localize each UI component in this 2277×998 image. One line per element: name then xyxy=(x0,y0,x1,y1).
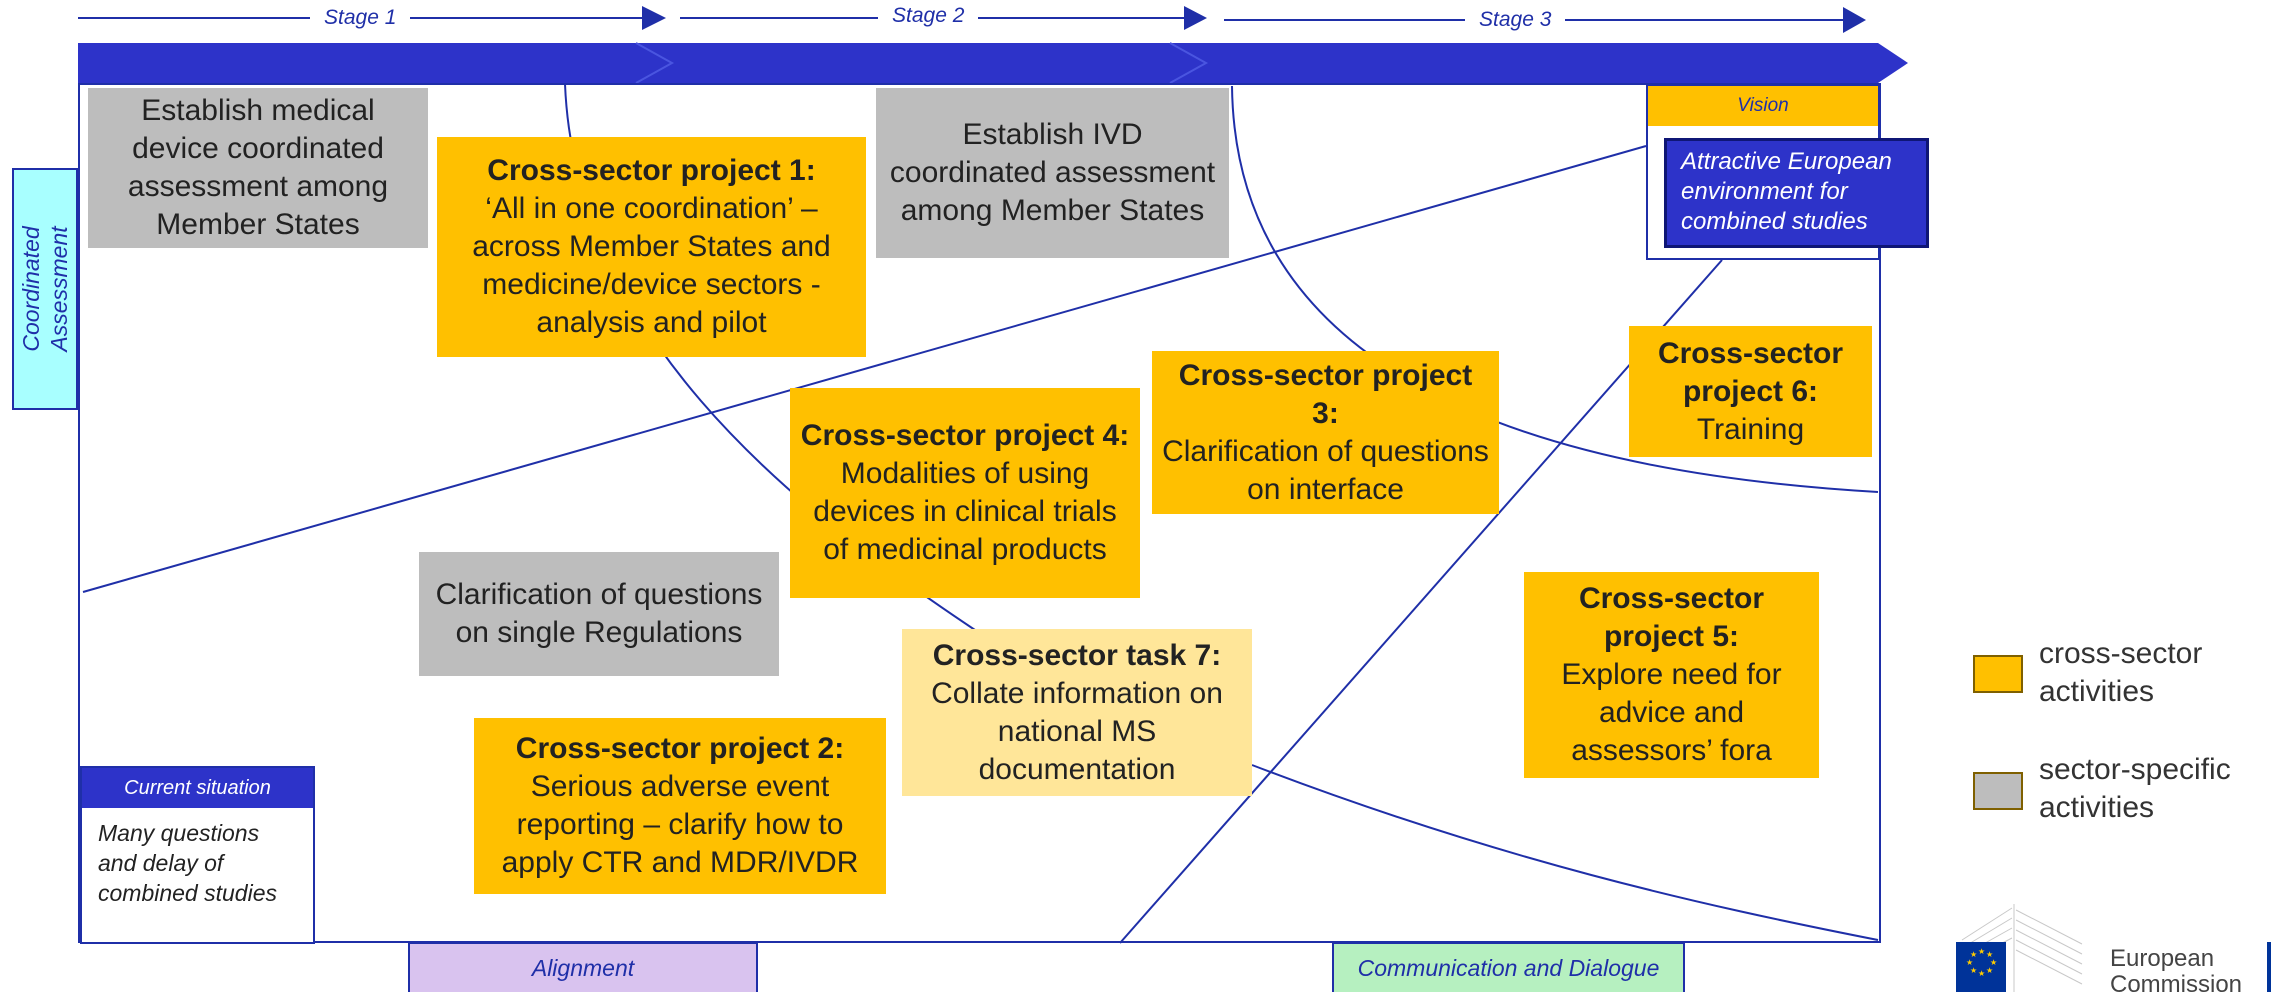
project-1-text: ‘All in one coordination’ – across Membe… xyxy=(472,192,831,339)
svg-text:★: ★ xyxy=(1978,969,1985,978)
european-commission-logo: ★★★ ★★★ ★★ European Commission xyxy=(1952,900,2277,998)
svg-text:★: ★ xyxy=(1970,966,1977,975)
coordinated-assessment-label: Coordinated Assessment xyxy=(18,226,72,352)
md-coordinated-assessment-text: Establish medical device coordinated ass… xyxy=(127,94,389,241)
project-3-title: Cross-sector project 3: xyxy=(1178,358,1473,430)
project-1-box: Cross-sector project 1: ‘All in one coord… xyxy=(437,137,866,357)
svg-text:★: ★ xyxy=(1978,947,1985,956)
coordinated-assessment-tab: Coordinated Assessment xyxy=(12,168,78,410)
project-4-title: Cross-sector project 4: xyxy=(800,419,1130,452)
project-5-box: Cross-sector project 5:Explore need for … xyxy=(1524,572,1819,778)
project-3-box: Cross-sector project 3:Clarification of … xyxy=(1152,351,1499,514)
stage-1-label: Stage 1 xyxy=(310,6,411,30)
project-1-title: Cross-sector project 1: xyxy=(487,154,816,187)
logo-text-line-1: European xyxy=(2110,945,2215,972)
project-5-title: Cross-sector project 5: xyxy=(1578,582,1765,653)
legend-label-cross-sector: cross-sector activities xyxy=(2039,637,2203,708)
vision-header: Vision xyxy=(1648,86,1878,126)
current-situation-header: Current situation xyxy=(82,768,313,808)
md-coordinated-assessment-box: Establish medical device coordinated ass… xyxy=(88,88,428,248)
task-7-box: Cross-sector task 7: Collate information … xyxy=(902,629,1252,796)
logo-text-line-2: Commission xyxy=(2110,971,2243,998)
project-6-text: Training xyxy=(1696,412,1805,446)
svg-text:★: ★ xyxy=(1990,958,1997,967)
project-4-text: Modalities of using devices in clinical … xyxy=(813,457,1117,566)
project-6-title: Cross-sector project 6: xyxy=(1657,336,1844,408)
current-situation-text: Many questions and delay of combined stu… xyxy=(98,820,277,906)
banner-chevrons xyxy=(635,42,1908,84)
single-regulations-text: Clarification of questions on single Reg… xyxy=(435,578,763,649)
legend-swatch-sector-specific xyxy=(1973,772,2023,810)
project-4-box: Cross-sector project 4: Modalities of usi… xyxy=(790,388,1140,598)
ivd-coordinated-assessment-box: Establish IVD coordinated assessment amo… xyxy=(876,88,1229,258)
legend-label-sector-specific: sector-specific activities xyxy=(2039,753,2231,824)
svg-text:★: ★ xyxy=(1986,966,1993,975)
diagram-frame xyxy=(78,83,1881,943)
legend-swatch-cross-sector xyxy=(1973,655,2023,693)
ivd-coordinated-assessment-text: Establish IVD coordinated assessment amo… xyxy=(889,118,1216,227)
task-7-text: Collate information on national MS docum… xyxy=(931,676,1223,786)
vision-text: Attractive European environment for comb… xyxy=(1664,138,1929,248)
project-5-text: Explore need for advice and assessors’ f… xyxy=(1561,658,1782,767)
stage-2-label: Stage 2 xyxy=(878,4,979,28)
stage-banner xyxy=(78,43,1878,83)
project-2-title: Cross-sector project 2: xyxy=(515,732,845,765)
project-6-box: Cross-sector project 6: Training xyxy=(1629,326,1872,457)
svg-text:★: ★ xyxy=(1986,950,1993,959)
logo-building-graphic: ★★★ ★★★ ★★ xyxy=(1956,904,2083,992)
svg-text:★: ★ xyxy=(1966,958,1973,967)
logo-divider xyxy=(2267,942,2271,992)
project-2-box: Cross-sector project 2: Serious adverse e… xyxy=(474,718,886,894)
single-regulations-box: Clarification of questions on single Reg… xyxy=(419,552,779,676)
stage-3-label: Stage 3 xyxy=(1465,8,1566,32)
svg-text:★: ★ xyxy=(1970,950,1977,959)
communication-dialogue-tab: Communication and Dialogue xyxy=(1332,942,1685,992)
project-2-text: Serious adverse event reporting – clarif… xyxy=(501,770,859,879)
alignment-tab: Alignment xyxy=(408,942,758,992)
project-3-text: Clarification of questions on interface xyxy=(1162,434,1489,506)
task-7-title: Cross-sector task 7: xyxy=(932,638,1222,672)
current-situation-panel: Current situation Many questions and del… xyxy=(80,766,315,944)
